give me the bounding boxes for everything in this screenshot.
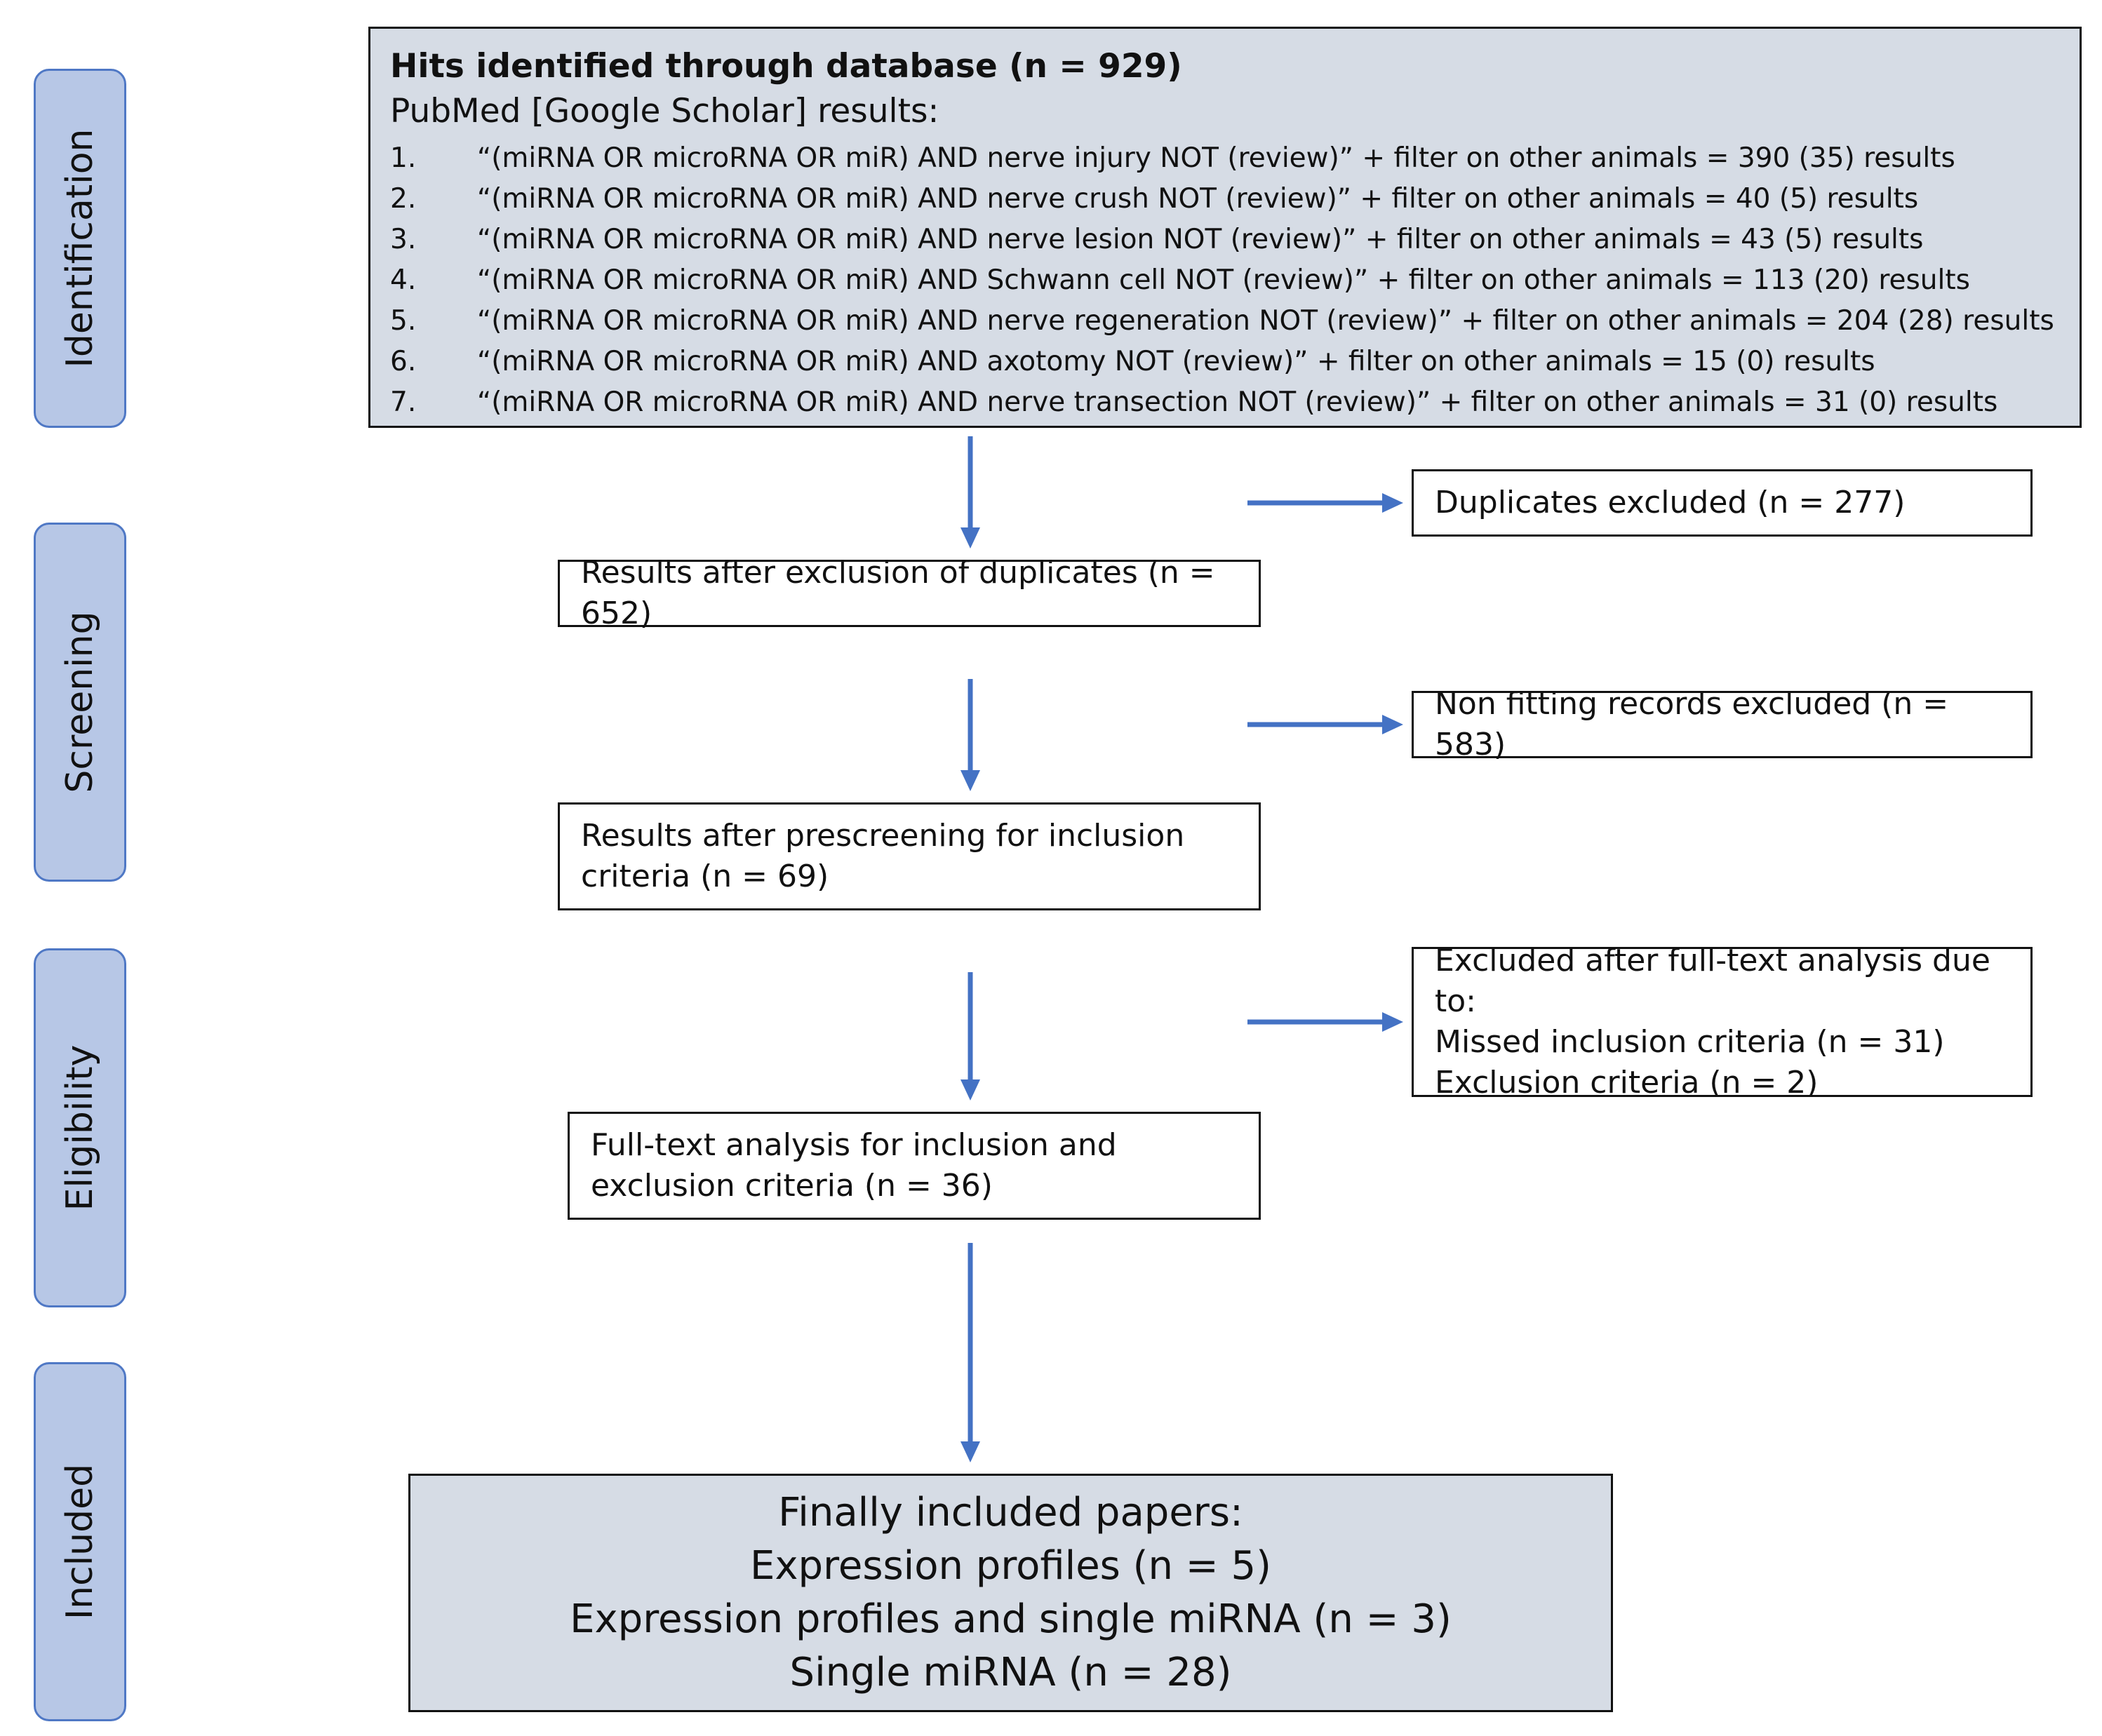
query-item: 2.“(miRNA OR microRNA OR miR) AND nerve … [390,183,1919,215]
included-title: Finally included papers: [778,1490,1243,1535]
full-text-analysis-box: Full-text analysis for inclusion and exc… [568,1112,1261,1220]
included-line: Expression profiles (n = 5) [750,1543,1271,1589]
non-fitting-excluded-box: Non fitting records excluded (n = 583) [1412,686,2033,762]
arrow-down-4 [960,1243,980,1462]
query-item: 7.“(miRNA OR microRNA OR miR) AND nerve … [390,386,1998,418]
query-list: 1.“(miRNA OR microRNA OR miR) AND nerve … [390,138,2060,423]
stage-included: Included [34,1362,126,1721]
query-item: 3.“(miRNA OR microRNA OR miR) AND nerve … [390,224,1924,255]
query-item: 1.“(miRNA OR microRNA OR miR) AND nerve … [390,142,1955,174]
finally-included-box: Finally included papers: Expression prof… [408,1474,1613,1712]
arrow-down-3 [960,972,980,1101]
query-item: 4.“(miRNA OR microRNA OR miR) AND Schwan… [390,264,1970,296]
database-hits-title: Hits identified through database (n = 92… [390,47,1182,86]
after-prescreening-box: Results after prescreening for inclusion… [558,802,1261,910]
stage-eligibility: Eligibility [34,948,126,1307]
arrow-down-2 [960,679,980,791]
arrow-right-duplicates [1247,493,1403,513]
arrow-right-full-text [1247,1012,1403,1032]
stage-screening: Screening [34,523,126,882]
database-hits-subtitle: PubMed [Google Scholar] results: [390,92,939,130]
duplicates-excluded-box: Duplicates excluded (n = 277) [1412,469,2033,537]
included-line: Single miRNA (n = 28) [789,1650,1232,1695]
query-item: 6.“(miRNA OR microRNA OR miR) AND axotom… [390,346,1875,377]
arrow-down-1 [960,436,980,549]
query-item: 5.“(miRNA OR microRNA OR miR) AND nerve … [390,305,2054,337]
after-duplicates-box: Results after exclusion of duplicates (n… [558,555,1261,631]
database-hits-box: Hits identified through database (n = 92… [368,27,2082,428]
stage-identification: Identification [34,69,126,428]
arrow-right-non-fitting [1247,715,1403,734]
full-text-excluded-box: Excluded after full-text analysis due to… [1412,943,2033,1101]
included-line: Expression profiles and single miRNA (n … [570,1596,1452,1642]
